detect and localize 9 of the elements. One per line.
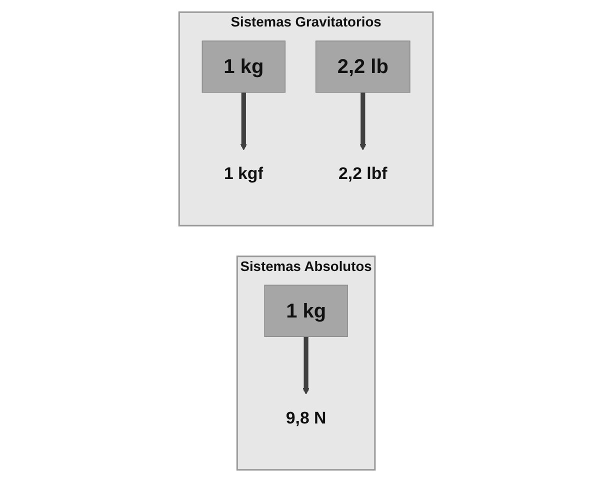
node-box: 2,2 lb [316, 40, 411, 92]
node-text: 9,8 N [286, 408, 327, 427]
node-box: 1 kg [202, 40, 286, 92]
arrow [360, 92, 367, 150]
arrow [240, 92, 248, 150]
node-text: 1 kgf [224, 163, 264, 183]
arrow [303, 336, 310, 394]
node-text: 2,2 lbf [338, 163, 388, 183]
node-box: 1 kg [264, 284, 348, 336]
